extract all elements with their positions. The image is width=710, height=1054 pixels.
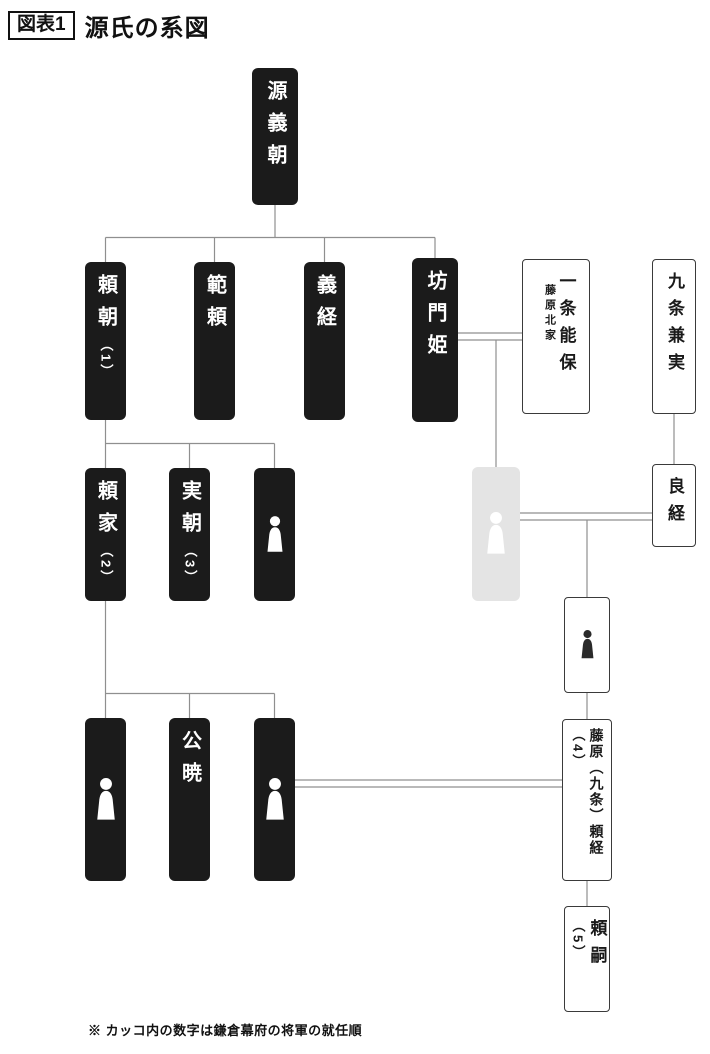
person-name: 九条兼実 bbox=[665, 272, 684, 380]
person-box-fujiwara-kujo-yoritsune: 藤原（九条）頼経（4） bbox=[562, 719, 612, 881]
footnote: ※ カッコ内の数字は鎌倉幕府の将軍の就任順 bbox=[88, 1023, 363, 1038]
shogun-order: （1） bbox=[98, 338, 114, 381]
shogun-order: （4） bbox=[570, 728, 586, 771]
person-name: 範頼 bbox=[203, 274, 226, 338]
person-silhouette-icon bbox=[96, 777, 115, 820]
person-box-unnamed-mother-of-yoritsune bbox=[564, 597, 610, 693]
person-box-unnamed-child-of-yoriie-2 bbox=[254, 718, 295, 881]
person-box-yoritsugu: 頼嗣（5） bbox=[564, 906, 610, 1012]
header: 図表1 源氏の系図 bbox=[8, 8, 210, 43]
person-name: 公暁 bbox=[178, 730, 201, 794]
person-name: 藤原（九条）頼経 bbox=[588, 728, 605, 856]
person-box-kugyo: 公暁 bbox=[169, 718, 210, 881]
person-box-bomon-hime: 坊門姫 bbox=[412, 258, 458, 422]
person-box-yoshitsune: 義経 bbox=[304, 262, 345, 420]
shogun-order: （2） bbox=[98, 544, 114, 587]
person-silhouette-icon bbox=[581, 630, 593, 659]
shogun-order: （5） bbox=[570, 919, 586, 962]
person-silhouette-icon bbox=[267, 515, 282, 552]
person-box-sanetomo: 実朝（3） bbox=[169, 468, 210, 601]
person-box-yoritomo: 頼朝（1） bbox=[85, 262, 126, 420]
person-box-yoriie: 頼家（2） bbox=[85, 468, 126, 601]
person-name: 実朝 bbox=[178, 480, 201, 544]
person-name: 頼朝 bbox=[94, 274, 117, 338]
person-name: 義経 bbox=[313, 274, 336, 338]
page-title: 源氏の系図 bbox=[84, 15, 210, 42]
person-box-noriyori: 範頼 bbox=[194, 262, 235, 420]
person-box-kujo-kanezane: 九条兼実 bbox=[652, 259, 696, 414]
person-box-unnamed-daughter-ichijo bbox=[472, 467, 520, 601]
shogun-order: （3） bbox=[182, 544, 198, 587]
person-silhouette-icon bbox=[487, 511, 505, 554]
person-box-kujo-yoshitsune: 良経 bbox=[652, 464, 696, 547]
person-name: 坊門姫 bbox=[424, 270, 446, 366]
person-box-unnamed-child-of-yoritomo bbox=[254, 468, 295, 601]
person-name: 良経 bbox=[665, 477, 684, 531]
person-silhouette-icon bbox=[265, 777, 284, 820]
person-box-unnamed-child-of-yoriie-1 bbox=[85, 718, 126, 881]
person-name: 一条能保 bbox=[556, 272, 576, 380]
person-name: 頼家 bbox=[94, 480, 117, 544]
person-note: 藤原北家 bbox=[543, 284, 556, 344]
person-name: 源義朝 bbox=[264, 80, 286, 176]
figure-label: 図表1 bbox=[8, 10, 75, 41]
person-box-ichijo-yoshiyasu: 一条能保 藤原北家 bbox=[522, 259, 590, 414]
person-name: 頼嗣 bbox=[587, 919, 607, 973]
person-box-minamoto-yoshitomo: 源義朝 bbox=[252, 68, 298, 205]
